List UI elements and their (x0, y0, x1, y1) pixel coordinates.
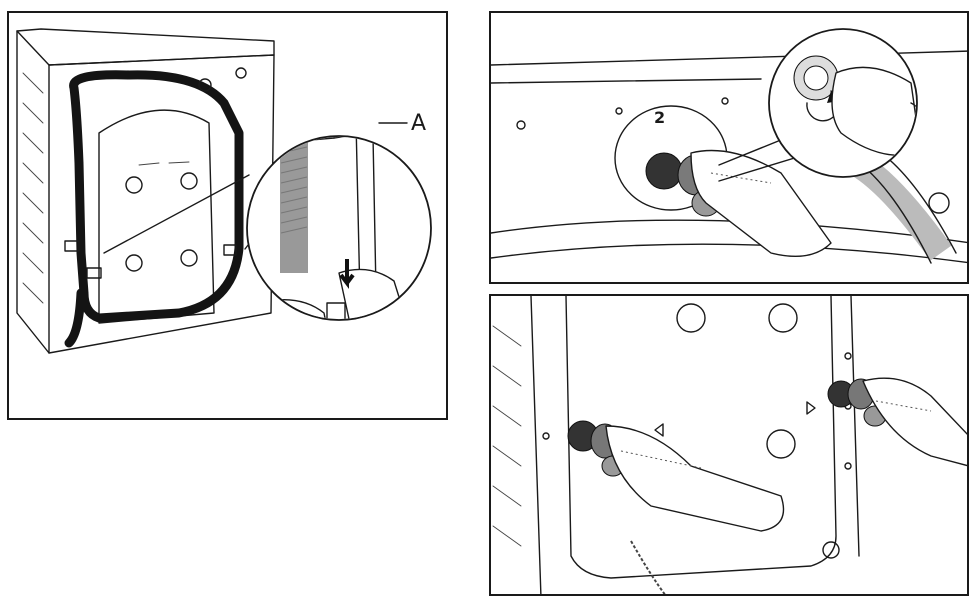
plug-number-label: 2 (654, 108, 666, 127)
machine-rear-illustration (16, 28, 432, 354)
panel-plug-unscrew: 2 (489, 11, 969, 284)
two-plugs-illustration (492, 296, 967, 594)
plug-unscrew-illustration (491, 28, 967, 264)
panel-hose-clip-removal: A (7, 11, 448, 420)
callout-label-a: A (411, 111, 427, 136)
panel-two-plugs-removal (489, 294, 969, 596)
